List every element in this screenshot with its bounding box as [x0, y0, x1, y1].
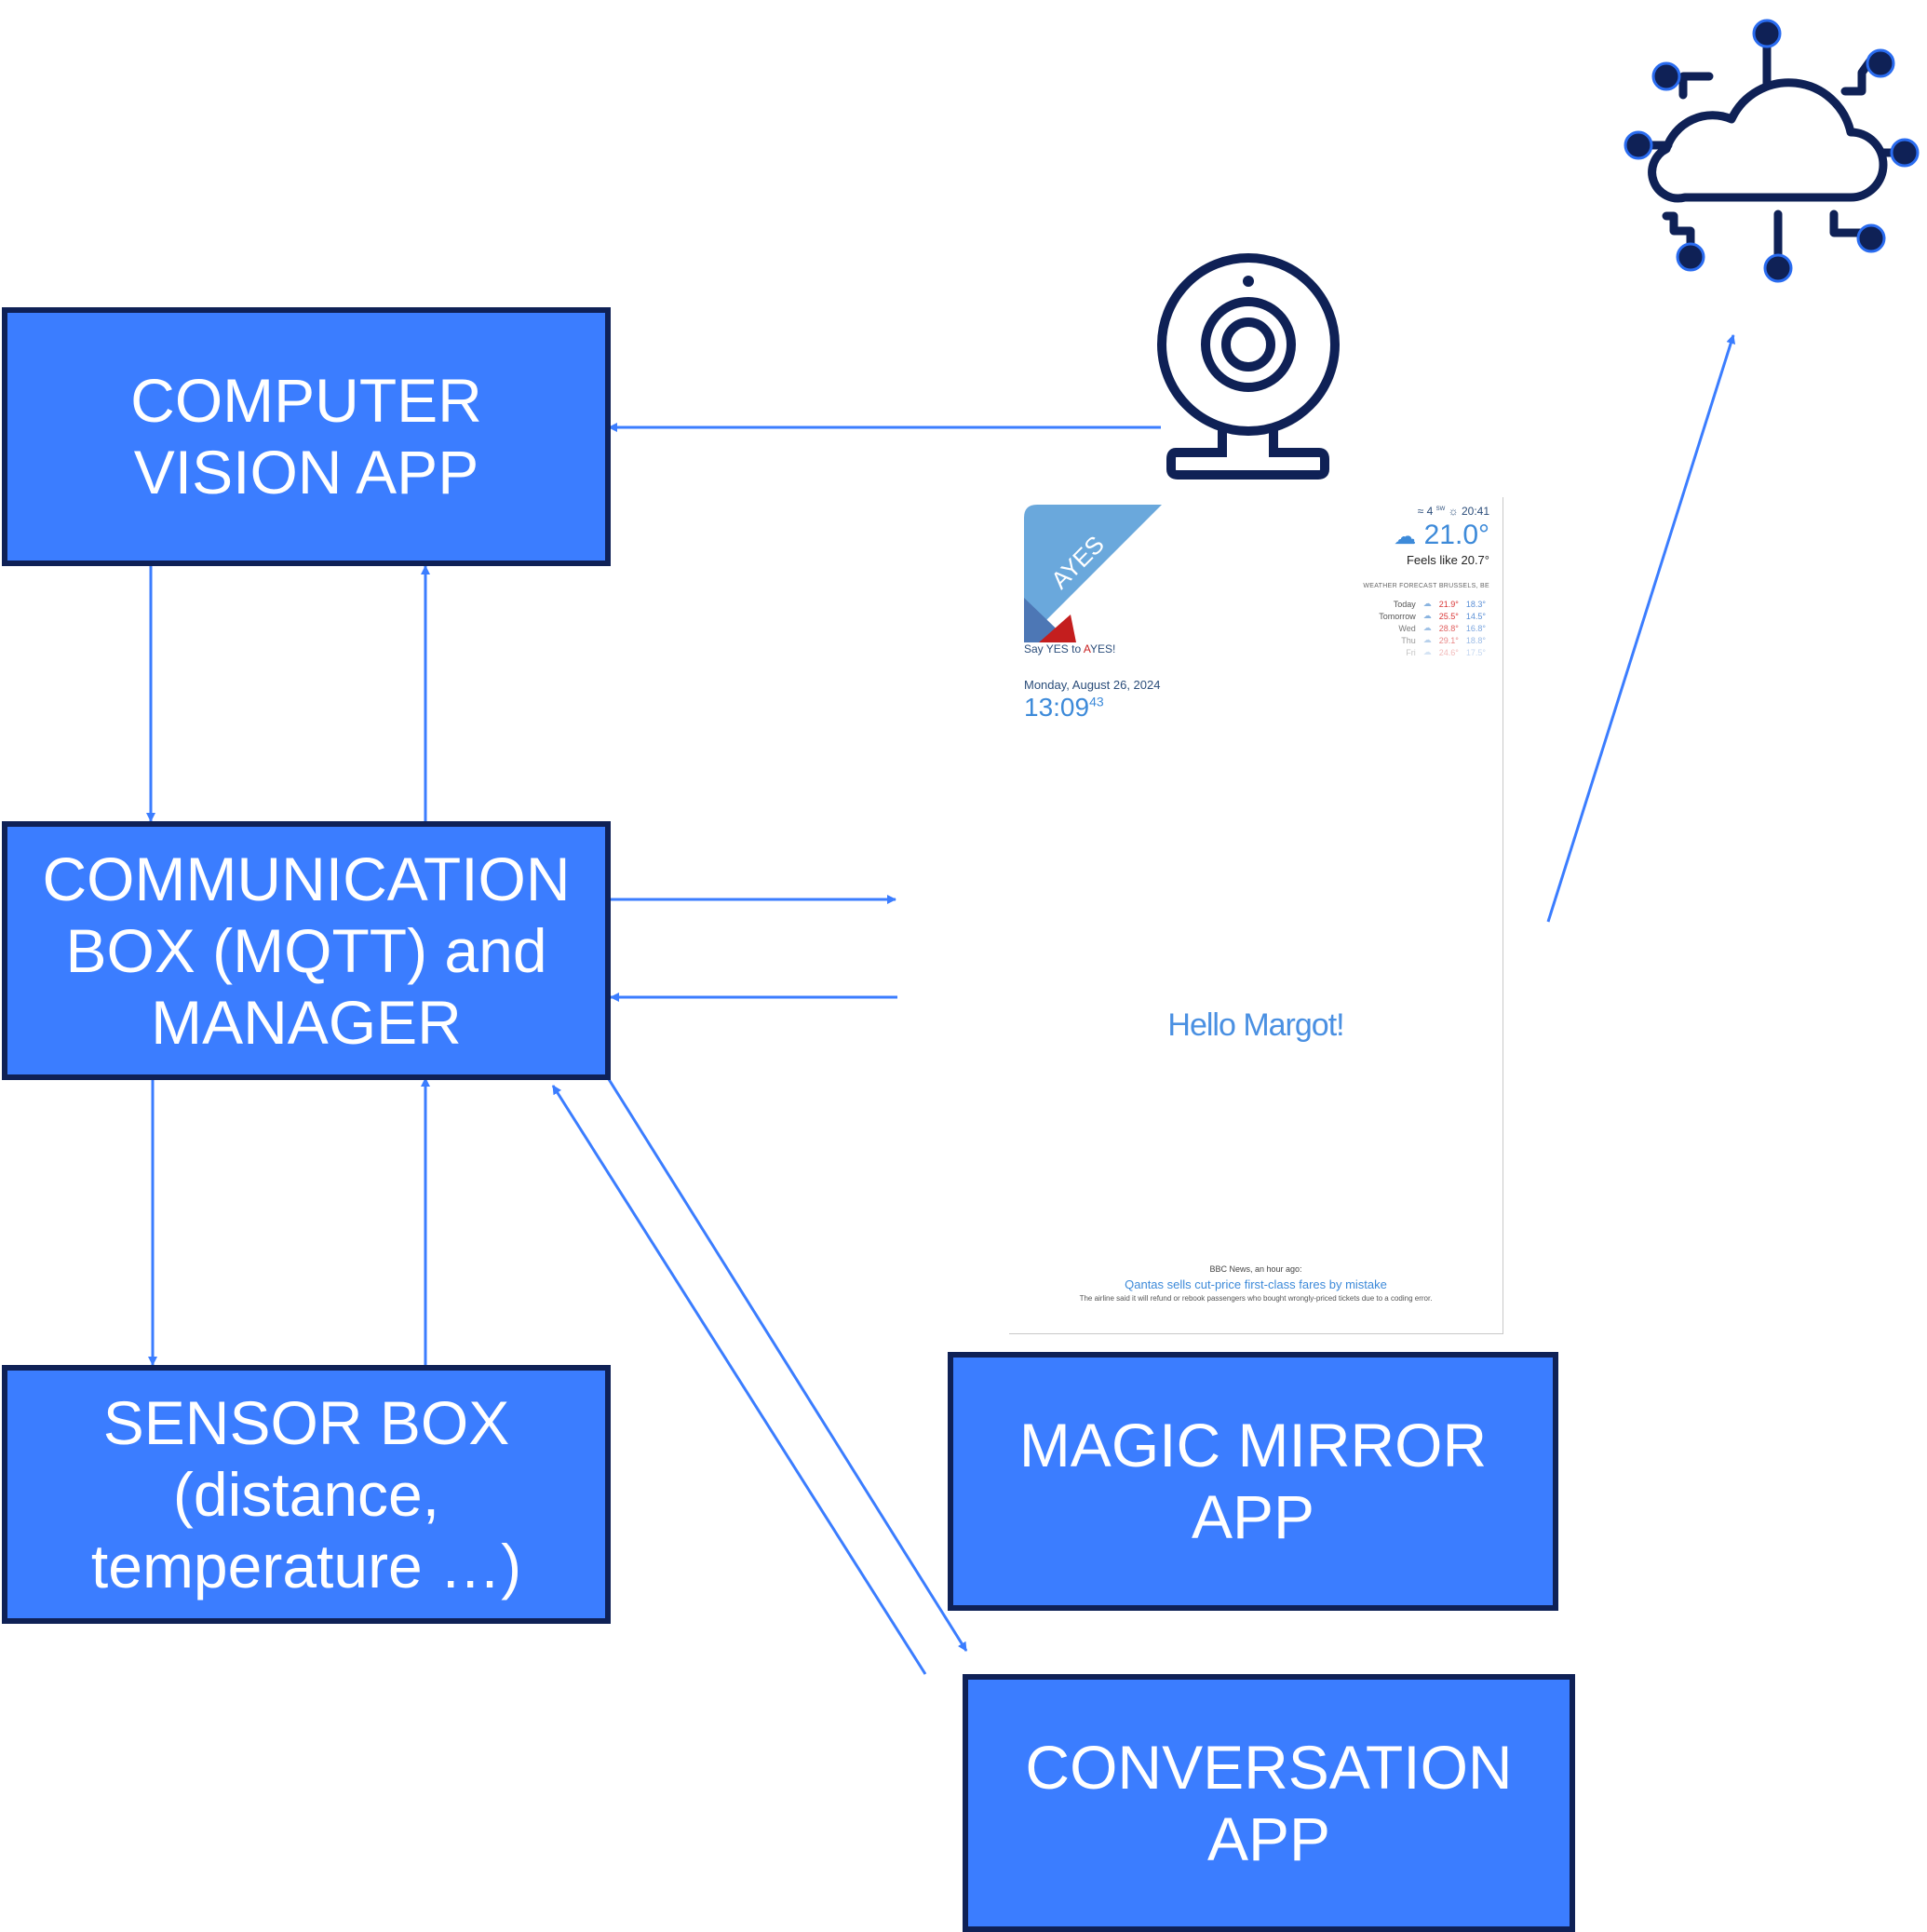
clock-seconds: 43: [1089, 694, 1104, 709]
forecast-row: Fri☁24.6°17.5°: [1406, 647, 1486, 657]
conversation-app-label: CONVERSATION APP: [1025, 1732, 1513, 1873]
partly-cloudy-icon: ☁: [1394, 524, 1417, 549]
wind-icon: ≈: [1417, 505, 1424, 518]
communication-box: COMMUNICATION BOX (MQTT) and MANAGER: [2, 821, 611, 1080]
sunset-icon: ☼: [1448, 505, 1459, 518]
weather-header: ≈ 4 SW ☼ 20:41: [1418, 505, 1489, 518]
arrow-communication-to-conversation: [605, 1075, 968, 1652]
tagline: Say YES to AYES!: [1024, 642, 1116, 655]
ayes-logo: AYES MANAGEMENT & TECHNOLOGY CONSULTING: [1024, 505, 1162, 642]
forecast-row: Thu☁29.1°18.8°: [1401, 635, 1486, 645]
sensor-box-label: SENSOR BOX (distance, temperature …): [90, 1387, 522, 1601]
clock-display: 13:0943: [1024, 693, 1104, 722]
magic-mirror-app-label: MAGIC MIRROR APP: [1018, 1411, 1488, 1551]
news-description: The airline said it will refund or reboo…: [1079, 1294, 1433, 1303]
magic-mirror-screen: AYES MANAGEMENT & TECHNOLOGY CONSULTING …: [1009, 497, 1503, 1334]
forecast-row: Wed☁28.8°16.8°: [1398, 623, 1486, 633]
cloud-icon: ☁: [1422, 623, 1432, 632]
cloud-icon: ☁: [1422, 647, 1432, 656]
arrow-conversation-to-communication: [551, 1085, 927, 1675]
cloud-icon: ☁: [1422, 611, 1432, 620]
conversation-app-box: CONVERSATION APP: [963, 1674, 1575, 1932]
current-temperature: ☁ 21.0°: [1394, 520, 1489, 550]
computer-vision-app-label: COMPUTER VISION APP: [130, 366, 482, 507]
webcam-icon: [1157, 253, 1340, 480]
communication-box-label: COMMUNICATION BOX (MQTT) and MANAGER: [42, 844, 571, 1057]
forecast-table: Today☁21.9°18.3° Tomorrow☁25.5°14.5° Wed…: [1375, 598, 1489, 658]
forecast-row: Today☁21.9°18.3°: [1393, 599, 1486, 609]
feels-like: Feels like 20.7°: [1406, 553, 1489, 567]
date-display: Monday, August 26, 2024: [1024, 678, 1161, 692]
news-headline: Qantas sells cut-price first-class fares…: [1125, 1277, 1387, 1291]
arrow-mirror-to-cloud: [1546, 334, 1736, 923]
sensor-box: SENSOR BOX (distance, temperature …): [2, 1365, 611, 1624]
magic-mirror-app-box: MAGIC MIRROR APP: [948, 1352, 1558, 1611]
computer-vision-app-box: COMPUTER VISION APP: [2, 307, 611, 566]
news-source: BBC News, an hour ago:: [1209, 1264, 1302, 1274]
sunset-time: 20:41: [1461, 505, 1489, 518]
wind-speed: 4: [1426, 505, 1434, 518]
cloud-icon: ☁: [1422, 635, 1432, 644]
wind-direction: SW: [1435, 507, 1446, 512]
cloud-network-icon: [1624, 19, 1920, 283]
forecast-title: WEATHER FORECAST BRUSSELS, BE: [1363, 583, 1489, 589]
cloud-icon: ☁: [1422, 599, 1432, 608]
forecast-row: Tomorrow☁25.5°14.5°: [1379, 611, 1486, 621]
greeting: Hello Margot!: [1167, 1007, 1344, 1043]
